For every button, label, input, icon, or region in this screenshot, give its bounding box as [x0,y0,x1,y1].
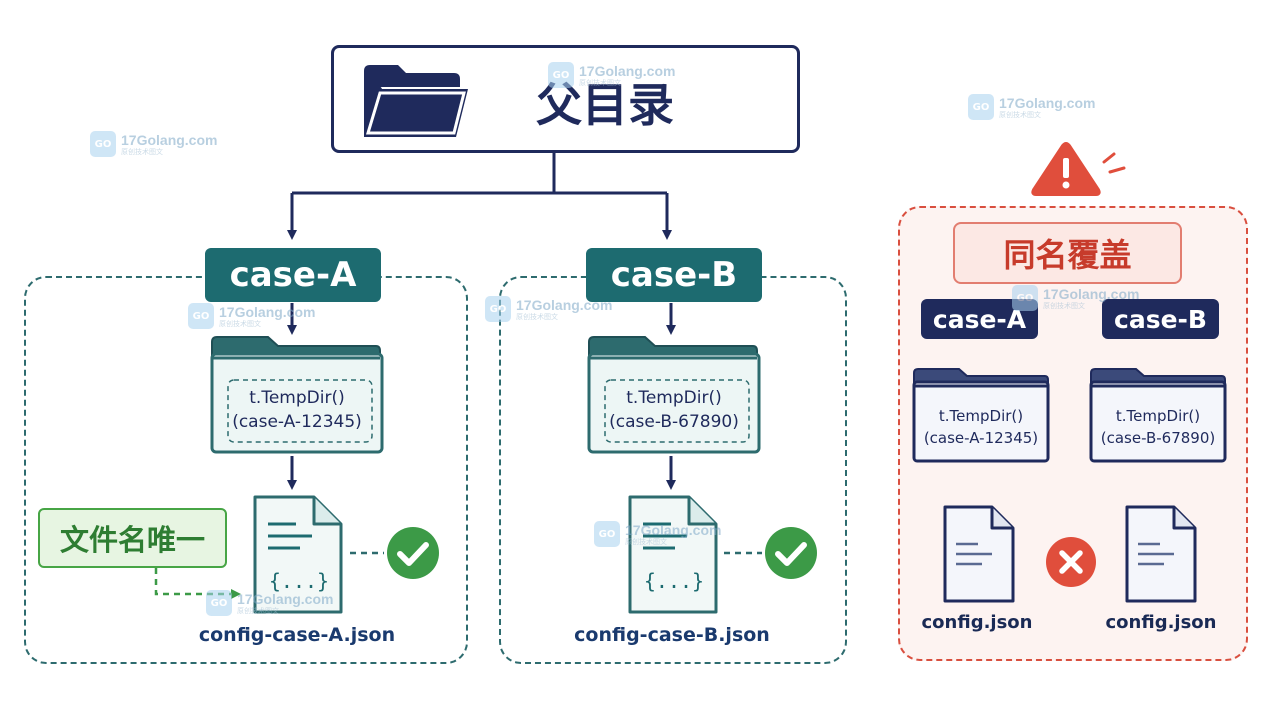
folder-icon [364,65,468,137]
tree-connector [287,153,672,240]
case-a-header: case-A [205,248,381,302]
watermark-subtext: 原创技术图文 [237,606,279,615]
conflict-case-b-folder-icon [1089,368,1227,463]
watermark-subtext: 原创技术图文 [579,78,621,87]
case-a-tempdir-call: t.TempDir() [249,388,345,408]
case-b-file-content: {...} [643,569,705,593]
conflict-case-b-tempdir-name: (case-B-67890) [1100,429,1216,447]
conflict-case-b-file-name: config.json [1105,612,1217,633]
watermark-text: 17Golang.com [579,62,676,79]
check-icon [765,527,817,579]
warning-icon [1031,142,1126,196]
watermark-subtext: 原创技术图文 [516,312,558,321]
watermark-subtext: 原创技术图文 [999,110,1041,119]
watermark-subtext: 原创技术图文 [1043,301,1085,310]
watermark-text: 17Golang.com [1043,285,1140,302]
watermark-subtext: 原创技术图文 [219,319,261,328]
case-b-tempdir-name: (case-B-67890) [609,412,739,432]
conflict-case-a-folder-icon [912,368,1050,463]
watermark-subtext: 原创技术图文 [625,537,667,546]
cross-icon [1046,537,1096,587]
unique-filename-label: 文件名唯一 [38,508,227,568]
conflict-case-a-file-name: config.json [921,612,1033,633]
conflict-label: 同名覆盖 [953,222,1182,284]
watermark-text: 17Golang.com [219,303,316,320]
watermark-text: 17Golang.com [999,94,1096,111]
case-a-tempdir-name: (case-A-12345) [232,412,362,432]
watermark-logo-icon: GO [548,62,574,88]
check-icon [387,527,439,579]
watermark-text: 17Golang.com [237,590,334,607]
case-a-file-icon [253,495,343,614]
watermark-logo-icon: GO [594,521,620,547]
case-a-tempdir-folder-icon [210,336,384,454]
watermark-logo-icon: GO [206,590,232,616]
conflict-case-b-file-icon [1125,505,1197,603]
watermark-text: 17Golang.com [625,521,722,538]
case-b-tempdir-call: t.TempDir() [626,388,722,408]
case-b-file-name: config-case-B.json [574,624,770,646]
conflict-case-a-tempdir-name: (case-A-12345) [923,429,1039,447]
watermark-logo-icon: GO [485,296,511,322]
conflict-case-b-tempdir-call: t.TempDir() [1115,407,1201,425]
case-b-header: case-B [586,248,762,302]
case-b-tempdir-folder-icon [587,336,761,454]
watermark-subtext: 原创技术图文 [121,147,163,156]
conflict-case-a-tempdir-call: t.TempDir() [938,407,1024,425]
watermark-logo-icon: GO [188,303,214,329]
watermark-text: 17Golang.com [516,296,613,313]
case-a-file-name: config-case-A.json [198,624,396,646]
case-a-file-content: {...} [268,569,330,593]
watermark-text: 17Golang.com [121,131,218,148]
conflict-case-b-header: case-B [1102,299,1219,339]
conflict-case-a-file-icon [943,505,1015,603]
case-b-file-icon [628,495,718,614]
watermark-logo-icon: GO [90,131,116,157]
watermark-logo-icon: GO [1012,285,1038,311]
watermark-logo-icon: GO [968,94,994,120]
